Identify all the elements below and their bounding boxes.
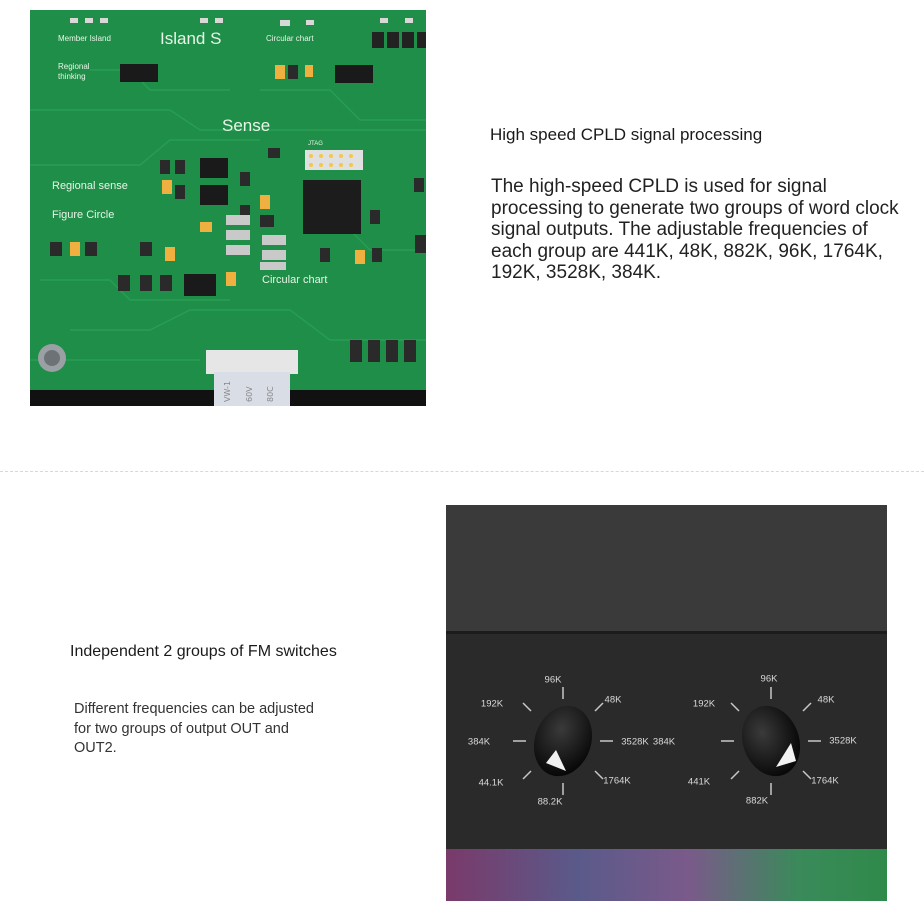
fm-description: Different frequencies can be adjusted fo… [74,701,314,756]
device-photo: 96K 192K 48K 384K 3528K 44.1K 1764K 88.2… [446,505,887,901]
knob2-label-left: 384K [652,736,676,748]
cpld-description: The high-speed CPLD is used for signal p… [491,176,899,283]
knob1-label-bottom: 88.2K [537,796,563,808]
knob2-label-lower-right: 1764K [811,775,839,787]
knob1-label-top: 96K [544,674,562,686]
knob2-label-right: 3528K [829,735,857,747]
knob1-label-right: 3528K [621,736,649,748]
knob2-label-lower-left: 441K [687,776,711,788]
svg-text:60V: 60V [245,386,254,402]
section-divider [0,471,924,472]
knob2-label-bottom: 882K [745,795,769,807]
pcb-photo: VW-1 60V 80C Member Island Island S Circ… [30,10,426,406]
knob2-label-upper-right: 48K [817,694,835,706]
svg-text:VW-1: VW-1 [223,381,232,402]
device-panel-graphic [446,505,887,901]
knob2-label-top: 96K [760,673,778,685]
knob1-label-lower-left: 44.1K [478,777,504,789]
svg-text:80C: 80C [266,386,275,402]
pcb-label-regional-sense: Regional sense [52,180,128,192]
pcb-label-jtag: JTAG [308,141,323,147]
pcb-label-circular-chart-top: Circular chart [266,34,314,43]
pcb-label-sense: Sense [222,116,271,135]
cpld-title: High speed CPLD signal processing [490,125,763,144]
pcb-label-regional-thinking: Regional thinking [58,62,90,81]
knob1-label-lower-right: 1764K [603,775,631,787]
pcb-label-member-island: Member Island [58,34,111,43]
knob1-label-left: 384K [467,736,491,748]
pcb-label-circular-chart-bottom: Circular chart [262,274,328,286]
knob1-label-upper-right: 48K [604,694,622,706]
pcb-label-island-s: Island S [160,29,222,48]
knob2-label-upper-left: 192K [692,698,716,710]
pcb-label-figure-circle: Figure Circle [52,209,115,221]
knob1-label-upper-left: 192K [480,698,504,710]
fm-title: Independent 2 groups of FM switches [70,643,337,660]
pcb-board-graphic: VW-1 60V 80C [30,10,426,406]
